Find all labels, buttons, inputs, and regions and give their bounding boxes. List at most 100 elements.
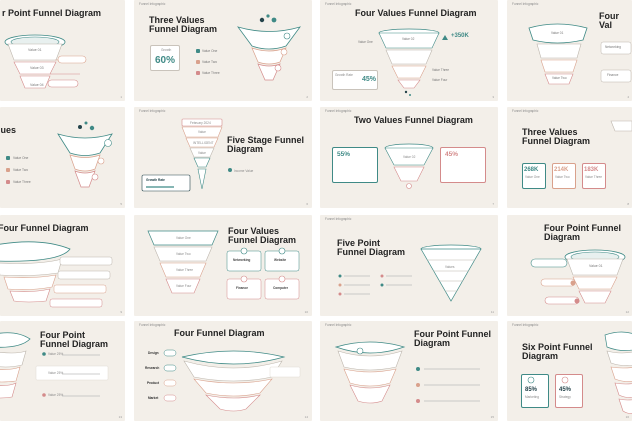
- tag-finance: Finance: [236, 286, 249, 290]
- slide-title: Four Point Funnel Diagram: [544, 223, 621, 243]
- funnel-graphic: [141, 118, 232, 192]
- stage-value-three: Value Three: [176, 268, 194, 272]
- slide-title: Six Point Funnel Diagram: [522, 342, 593, 362]
- right-value: 45%: [445, 151, 459, 158]
- header-label: Funnel Infographic: [512, 109, 539, 113]
- bullet-pink: [196, 71, 200, 75]
- header-label: Funnel Infographic: [512, 323, 539, 327]
- slide-5-thumbnail[interactable]: lues Value One Value Two Value Three 5: [0, 107, 125, 208]
- page-number: 6: [306, 202, 308, 206]
- funnel-graphic: [384, 143, 434, 189]
- header-label: Funnel Infographic: [325, 109, 352, 113]
- tag-computer: Computer: [273, 286, 289, 290]
- bullet-teal: [6, 156, 10, 160]
- growth-card: [150, 45, 180, 71]
- slide-14-thumbnail[interactable]: Funnel Infographic Four Funnel Diagram D…: [134, 321, 312, 421]
- slide-title: Five Point Funnel Diagram: [337, 238, 406, 258]
- item-value-three: Value Three: [202, 71, 220, 75]
- item-value-two: Value Two: [13, 168, 29, 172]
- item-value-three: Value Three: [13, 180, 31, 184]
- header-label: Funnel Infographic: [139, 323, 166, 327]
- growth-percent: 60%: [155, 55, 176, 66]
- tag-networking: Networking: [233, 258, 251, 262]
- slide-title: r Point Funnel Diagram: [2, 8, 102, 18]
- slide-title: Four Values Funnel Diagram: [228, 226, 297, 246]
- strategy-percent: 45%: [559, 387, 572, 393]
- funnel-graphic: [4, 34, 87, 89]
- slide-3-thumbnail[interactable]: Funnel Infographic Four Values Funnel Di…: [320, 0, 498, 101]
- label-value-01: Value 01: [589, 264, 603, 268]
- slide-4-thumbnail[interactable]: Funnel Infographic Four Val Value 01 Net…: [507, 0, 632, 101]
- stage-value-four: Value Four: [176, 284, 192, 288]
- slide-title: Four Funnel Diagram: [174, 328, 265, 338]
- slide-6-thumbnail[interactable]: Funnel Infographic Five Stage Funnel Dia…: [134, 107, 312, 208]
- slide-title: Two Values Funnel Diagram: [354, 115, 473, 125]
- page-number: 1: [120, 95, 122, 99]
- strategy-label: Strategy: [559, 395, 571, 399]
- funnel-graphic: [57, 121, 113, 188]
- growth-rate-label: Growth Rate: [146, 178, 165, 182]
- funnel-graphic: [528, 23, 632, 85]
- slide-7-thumbnail[interactable]: Funnel Infographic Two Values Funnel Dia…: [320, 107, 498, 208]
- slide-title: Four Val: [599, 11, 619, 31]
- label-value-03: Value 03: [30, 66, 44, 70]
- page-number: 10: [304, 310, 308, 314]
- stat-2-value: 214K: [554, 167, 569, 173]
- left-value-card: [332, 147, 378, 183]
- funnel-center-label: Values: [445, 265, 455, 269]
- slide-2-thumbnail[interactable]: Funnel Infographic Three Values Funnel D…: [134, 0, 312, 101]
- header-label: Funnel Infographic: [139, 2, 166, 6]
- slide-16-thumbnail[interactable]: Funnel Infographic Six Point Funnel Diag…: [507, 321, 632, 421]
- item-value-one: Value One: [13, 156, 29, 160]
- label-product: Product: [147, 381, 160, 385]
- stage-value-1: Value: [198, 130, 206, 134]
- funnel-graphic: [0, 332, 109, 399]
- slide-title: Five Stage Funnel Diagram: [227, 135, 305, 155]
- stat-card-3: [582, 163, 606, 189]
- stage-value-two: Value Two: [176, 252, 191, 256]
- growth-label: Growth: [161, 48, 172, 52]
- slide-9-thumbnail[interactable]: Four Funnel Diagram 9: [0, 215, 125, 316]
- slide-15-thumbnail[interactable]: Funnel Infographic Four Point Funnel Dia…: [320, 321, 498, 421]
- value-25-b: Value 25%: [48, 371, 64, 375]
- page-number: 2: [306, 95, 308, 99]
- stat-card-1: [522, 163, 546, 189]
- funnel-graphic: [163, 349, 301, 412]
- stat-1-label: Value One: [525, 175, 540, 179]
- page-number: 14: [304, 415, 308, 419]
- center-value: Value 02: [403, 155, 416, 159]
- slide-1-thumbnail[interactable]: r Point Funnel Diagram Value 01 Value 03…: [0, 0, 125, 101]
- label-value-04: Value 04: [30, 83, 44, 87]
- growth-rate-card: [332, 70, 378, 90]
- page-number: 7: [492, 202, 494, 206]
- header-label: Funnel Infographic: [325, 323, 352, 327]
- bullet-pink: [6, 180, 10, 184]
- value-25-c: Value 25%: [48, 393, 64, 397]
- page-number: 11: [490, 310, 494, 314]
- label-finance: Finance: [607, 73, 619, 77]
- label-market: Market: [148, 396, 159, 400]
- funnel-graphic: [378, 28, 448, 96]
- slide-10-thumbnail[interactable]: Four Values Funnel Diagram Value One Val…: [134, 215, 312, 316]
- stage-intelligent: INTELLIGENT: [193, 141, 214, 145]
- left-value: 55%: [337, 151, 351, 158]
- stat-1-value: 268K: [524, 167, 539, 173]
- label-networking: Networking: [605, 45, 621, 49]
- slide-8-thumbnail[interactable]: Funnel Infographic Three Values Funnel D…: [507, 107, 632, 208]
- slide-title: Four Values Funnel Diagram: [355, 8, 477, 18]
- stat-3-value: 183K: [584, 167, 599, 173]
- page-number: 9: [120, 310, 122, 314]
- slide-title: Four Point Funnel Diagram: [414, 329, 491, 349]
- growth-rate-label: Growth Rate: [335, 73, 353, 77]
- slide-title: Three Values Funnel Diagram: [149, 15, 218, 35]
- funnel-graphic: [0, 241, 113, 308]
- label-research: Research: [145, 366, 160, 370]
- marketing-card: [521, 374, 549, 408]
- slide-12-thumbnail[interactable]: Four Point Funnel Diagram Value 01 12: [507, 215, 632, 316]
- slide-13-thumbnail[interactable]: Four Point Funnel Diagram Value 25% Valu…: [0, 321, 125, 421]
- slide-11-thumbnail[interactable]: Funnel Infographic Five Point Funnel Dia…: [320, 215, 498, 316]
- item-value-two: Value Two: [202, 60, 218, 64]
- label-design: Design: [148, 351, 159, 355]
- stat-2-label: Value Two: [555, 175, 570, 179]
